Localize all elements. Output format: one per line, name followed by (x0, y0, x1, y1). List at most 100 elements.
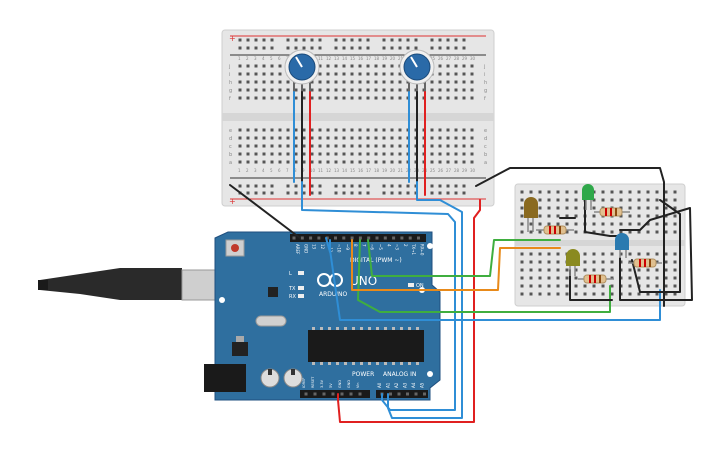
wire-blue-digital[interactable] (329, 239, 661, 321)
breadboard-hole[interactable] (302, 152, 306, 156)
breadboard-hole[interactable] (302, 88, 306, 92)
mini-hole[interactable] (565, 268, 569, 272)
mini-hole[interactable] (520, 214, 524, 218)
breadboard-hole[interactable] (310, 88, 314, 92)
breadboard-hole[interactable] (286, 96, 290, 100)
breadboard-hole[interactable] (382, 88, 386, 92)
mini-hole[interactable] (538, 260, 542, 264)
breadboard-hole[interactable] (390, 144, 394, 148)
rail-hole[interactable] (406, 184, 410, 188)
mini-hole[interactable] (601, 292, 605, 296)
mini-hole[interactable] (601, 190, 605, 194)
mini-hole[interactable] (538, 198, 542, 202)
rail-hole[interactable] (398, 38, 402, 42)
header-pin[interactable] (392, 236, 396, 240)
breadboard-hole[interactable] (326, 152, 330, 156)
mini-hole[interactable] (610, 276, 614, 280)
mini-hole[interactable] (610, 260, 614, 264)
breadboard-hole[interactable] (382, 64, 386, 68)
breadboard-hole[interactable] (326, 96, 330, 100)
breadboard-hole[interactable] (462, 160, 466, 164)
mini-hole[interactable] (601, 284, 605, 288)
header-pin[interactable] (389, 392, 392, 396)
breadboard-hole[interactable] (358, 152, 362, 156)
breadboard-hole[interactable] (334, 160, 338, 164)
breadboard-hole[interactable] (398, 72, 402, 76)
breadboard-hole[interactable] (446, 64, 450, 68)
header-pin[interactable] (358, 236, 362, 240)
breadboard-hole[interactable] (318, 72, 322, 76)
breadboard-hole[interactable] (398, 88, 402, 92)
breadboard-hole[interactable] (326, 144, 330, 148)
breadboard-hole[interactable] (350, 72, 354, 76)
breadboard-hole[interactable] (302, 128, 306, 132)
breadboard-hole[interactable] (374, 64, 378, 68)
mini-hole[interactable] (529, 252, 533, 256)
rail-hole[interactable] (302, 191, 306, 195)
rail-hole[interactable] (366, 184, 370, 188)
mini-hole[interactable] (628, 198, 632, 202)
mini-hole[interactable] (673, 260, 677, 264)
mini-hole[interactable] (547, 276, 551, 280)
breadboard-hole[interactable] (454, 88, 458, 92)
breadboard-hole[interactable] (318, 80, 322, 84)
breadboard-hole[interactable] (238, 88, 242, 92)
rail-hole[interactable] (430, 46, 434, 50)
breadboard-hole[interactable] (302, 96, 306, 100)
mini-hole[interactable] (664, 222, 668, 226)
mini-hole[interactable] (529, 284, 533, 288)
rail-hole[interactable] (318, 191, 322, 195)
rail-hole[interactable] (382, 191, 386, 195)
breadboard-hole[interactable] (366, 72, 370, 76)
breadboard-hole[interactable] (470, 144, 474, 148)
mini-hole[interactable] (520, 198, 524, 202)
breadboard-hole[interactable] (438, 160, 442, 164)
rail-hole[interactable] (430, 38, 434, 42)
rail-hole[interactable] (398, 184, 402, 188)
mini-hole[interactable] (547, 260, 551, 264)
breadboard-hole[interactable] (366, 80, 370, 84)
mini-hole[interactable] (565, 284, 569, 288)
mini-hole[interactable] (628, 222, 632, 226)
header-pin[interactable] (292, 236, 296, 240)
mini-hole[interactable] (520, 190, 524, 194)
mini-components[interactable] (524, 184, 662, 284)
breadboard-hole[interactable] (366, 128, 370, 132)
breadboard-hole[interactable] (398, 144, 402, 148)
mini-hole[interactable] (619, 230, 623, 234)
header-pin[interactable] (367, 236, 371, 240)
breadboard-hole[interactable] (270, 144, 274, 148)
breadboard-hole[interactable] (470, 96, 474, 100)
rail-hole[interactable] (438, 46, 442, 50)
breadboard-hole[interactable] (310, 160, 314, 164)
breadboard-hole[interactable] (462, 128, 466, 132)
mini-hole[interactable] (619, 222, 623, 226)
breadboard-hole[interactable] (262, 72, 266, 76)
rail-hole[interactable] (286, 38, 290, 42)
breadboard-hole[interactable] (286, 88, 290, 92)
breadboard-hole[interactable] (254, 72, 258, 76)
mini-hole[interactable] (592, 230, 596, 234)
breadboard-hole[interactable] (462, 64, 466, 68)
breadboard-hole[interactable] (454, 80, 458, 84)
breadboard-hole[interactable] (446, 160, 450, 164)
breadboard-hole[interactable] (454, 136, 458, 140)
rail-hole[interactable] (438, 38, 442, 42)
mini-hole[interactable] (619, 252, 623, 256)
breadboard-hole[interactable] (470, 80, 474, 84)
breadboard-hole[interactable] (342, 144, 346, 148)
rail-hole[interactable] (438, 184, 442, 188)
wire-red-5v[interactable] (337, 199, 481, 423)
breadboard-hole[interactable] (238, 72, 242, 76)
mini-hole[interactable] (610, 252, 614, 256)
breadboard-hole[interactable] (334, 88, 338, 92)
breadboard-hole[interactable] (270, 136, 274, 140)
mini-hole[interactable] (547, 252, 551, 256)
breadboard-hole[interactable] (350, 64, 354, 68)
breadboard-hole[interactable] (342, 152, 346, 156)
breadboard-hole[interactable] (366, 160, 370, 164)
breadboard-hole[interactable] (302, 160, 306, 164)
mini-hole[interactable] (583, 284, 587, 288)
rail-hole[interactable] (446, 191, 450, 195)
